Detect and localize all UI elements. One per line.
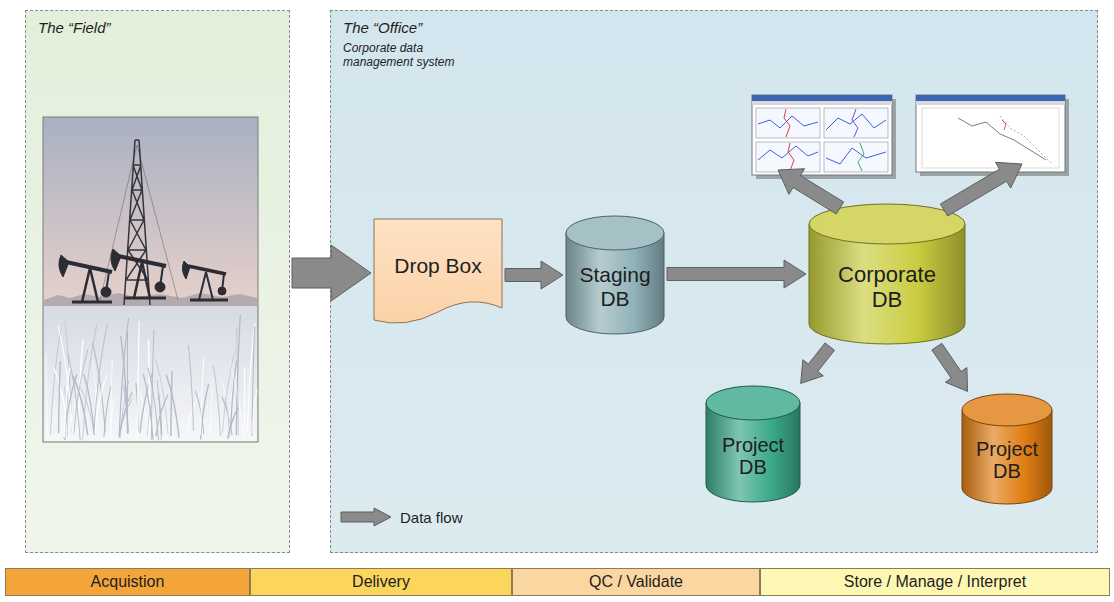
node-label: Project DB (713, 434, 793, 479)
stage-band: QC / Validate (512, 568, 760, 596)
flow-arrow (940, 162, 1022, 216)
legend-text: Data flow (400, 509, 463, 526)
panel-heading: The “Office” (343, 18, 422, 38)
oilfield-photo (43, 117, 258, 442)
flow-connector (932, 343, 968, 391)
flow-arrow (778, 169, 844, 214)
screenshot-log-plot (752, 95, 896, 179)
node-label: Corporate DB (827, 263, 947, 312)
stage-label: QC / Validate (589, 573, 683, 591)
node-label: Staging DB (573, 263, 657, 310)
database-cylinder: Project DB (705, 385, 801, 503)
stage-band: Delivery (250, 568, 512, 596)
database-cylinder: Corporate DB (808, 203, 966, 345)
legend-arrow-sample (340, 507, 392, 527)
node-label: Project DB (969, 438, 1045, 483)
node-label: Drop Box (394, 254, 482, 278)
flow-connector (667, 260, 806, 288)
stage-band: Acquistion (5, 568, 250, 596)
legend: Data flow (340, 507, 463, 527)
stage-label: Acquistion (91, 573, 165, 591)
stage-label: Store / Manage / Interpret (844, 573, 1026, 591)
screenshot-map-plot (916, 95, 1069, 176)
flow-connector (505, 261, 563, 289)
panel-heading: The “Field” (38, 18, 111, 38)
flow-connector (801, 343, 835, 384)
stage-label: Delivery (352, 573, 410, 591)
panel-subheading: Corporate data management system (343, 41, 493, 69)
region-panel: The “Office” Corporate data management sy… (330, 10, 1098, 553)
flow-connector (292, 245, 371, 301)
database-cylinder: Staging DB (565, 215, 665, 335)
document-shape: Drop Box (373, 218, 503, 328)
database-cylinder: Project DB (961, 393, 1053, 505)
stage-band: Store / Manage / Interpret (760, 568, 1110, 596)
